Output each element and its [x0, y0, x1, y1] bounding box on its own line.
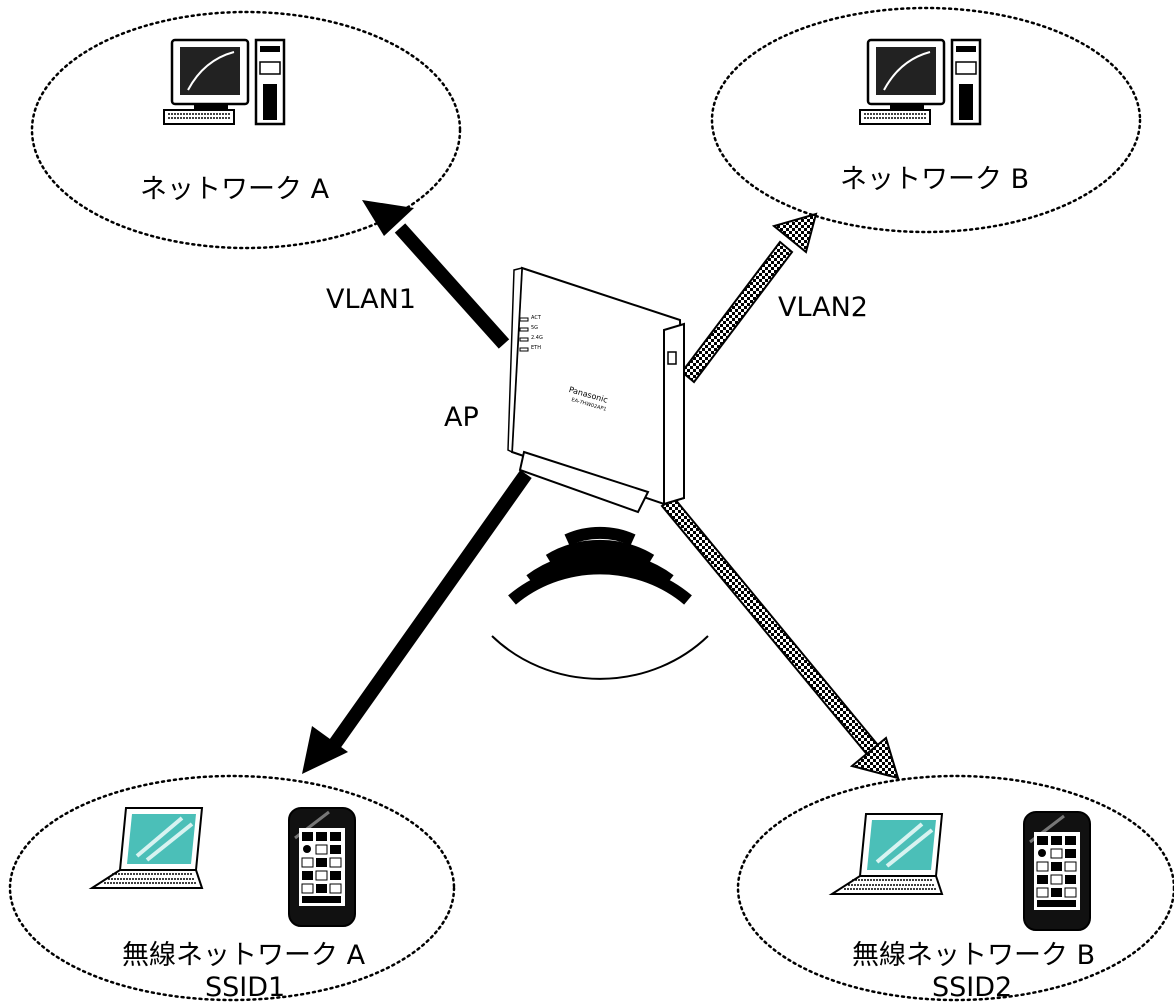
network-b-label: ネットワーク B [840, 164, 1030, 195]
smartphone-icon [288, 807, 356, 927]
ap-led-label: 5G [531, 325, 539, 331]
vlan2-label: VLAN2 [778, 292, 868, 323]
ssid1-arrow [302, 469, 532, 774]
desktop-pc-icon [859, 38, 982, 126]
ap-label: AP [444, 402, 479, 433]
vlan1-arrow [362, 200, 510, 349]
ap-led-label: ACT [531, 315, 541, 321]
network-a-label: ネットワーク A [140, 174, 330, 205]
network-a-ellipse [30, 10, 462, 250]
wireless-network-a-label: 無線ネットワーク A [122, 940, 366, 971]
laptop-icon [88, 807, 204, 889]
ssid2-arrow [660, 496, 900, 780]
ssid1-label: SSID1 [205, 972, 286, 1003]
ap-led-label: ETH [531, 345, 541, 351]
wireless-network-b-label: 無線ネットワーク B [852, 940, 1096, 971]
wireless-network-a-ellipse [8, 774, 456, 1002]
wireless-signal-icon [491, 526, 709, 680]
ssid2-label: SSID2 [932, 972, 1013, 1003]
laptop-icon [828, 813, 944, 895]
vlan2-arrow [680, 212, 818, 384]
smartphone-icon [1023, 811, 1091, 931]
access-point-device [507, 266, 686, 514]
wireless-network-b-ellipse [736, 774, 1174, 1002]
desktop-pc-icon [163, 38, 286, 126]
network-b-ellipse [710, 6, 1142, 234]
vlan1-label: VLAN1 [326, 284, 416, 315]
ap-led-label: 2.4G [531, 335, 543, 341]
